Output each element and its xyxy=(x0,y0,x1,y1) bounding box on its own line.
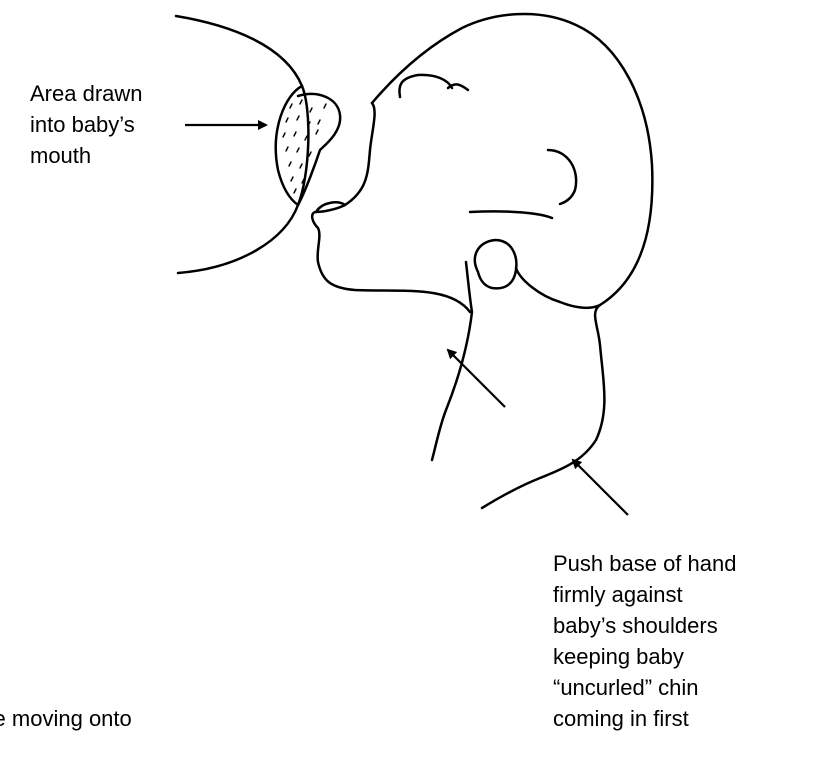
label-area-drawn: Area drawn into baby’s mouth xyxy=(30,78,143,171)
arrow-to-shoulders xyxy=(573,460,628,515)
mother-thumb xyxy=(475,240,516,288)
areola-stipple xyxy=(283,100,326,193)
label-push-base-of-hand: Push base of hand firmly against baby’s … xyxy=(553,548,736,734)
label-cutoff-text: ore moving onto xyxy=(0,703,220,734)
mother-hand-outline xyxy=(432,262,600,460)
breast-outline xyxy=(176,16,308,273)
areola-outline xyxy=(276,86,302,205)
baby-nose xyxy=(399,75,452,97)
baby-head-outline xyxy=(372,14,652,508)
baby-eye xyxy=(448,84,468,90)
baby-ear xyxy=(548,150,576,204)
baby-cheek xyxy=(470,211,552,218)
label-cutoff-text-inner: ore moving onto xyxy=(0,706,132,731)
